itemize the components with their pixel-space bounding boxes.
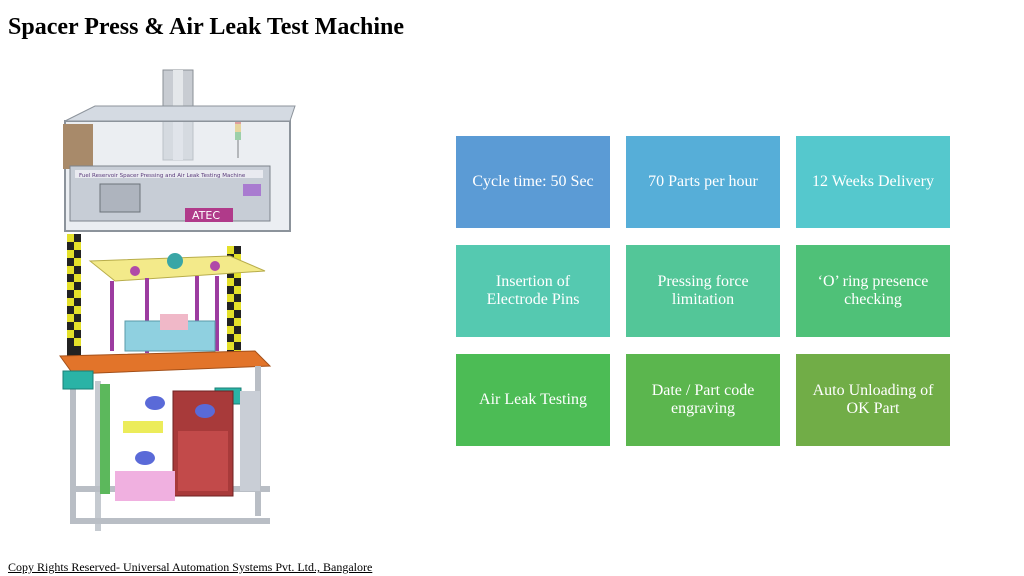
feature-auto-unloading: Auto Unloading of OK Part [796, 354, 950, 446]
feature-parts-per-hour: 70 Parts per hour [626, 136, 780, 228]
machine-brand-label: ATEC [192, 209, 220, 222]
machine-banner-text: Fuel Reservoir Spacer Pressing and Air L… [79, 173, 246, 179]
feature-delivery: 12 Weeks Delivery [796, 136, 950, 228]
feature-engraving: Date / Part code engraving [626, 354, 780, 446]
feature-air-leak-testing: Air Leak Testing [456, 354, 610, 446]
slide-title: Spacer Press & Air Leak Test Machine [8, 14, 404, 40]
feature-cycle-time: Cycle time: 50 Sec [456, 136, 610, 228]
feature-electrode-pins: Insertion of Electrode Pins [456, 245, 610, 337]
machine-illustration: Fuel Reservoir Spacer Pressing and Air L… [59, 69, 296, 531]
feature-pressing-force: Pressing force limitation [626, 245, 780, 337]
copyright-footer: Copy Rights Reserved- Universal Automati… [8, 560, 373, 574]
feature-o-ring-check: ‘O’ ring presence checking [796, 245, 950, 337]
feature-grid: Cycle time: 50 Sec 70 Parts per hour 12 … [456, 136, 950, 446]
